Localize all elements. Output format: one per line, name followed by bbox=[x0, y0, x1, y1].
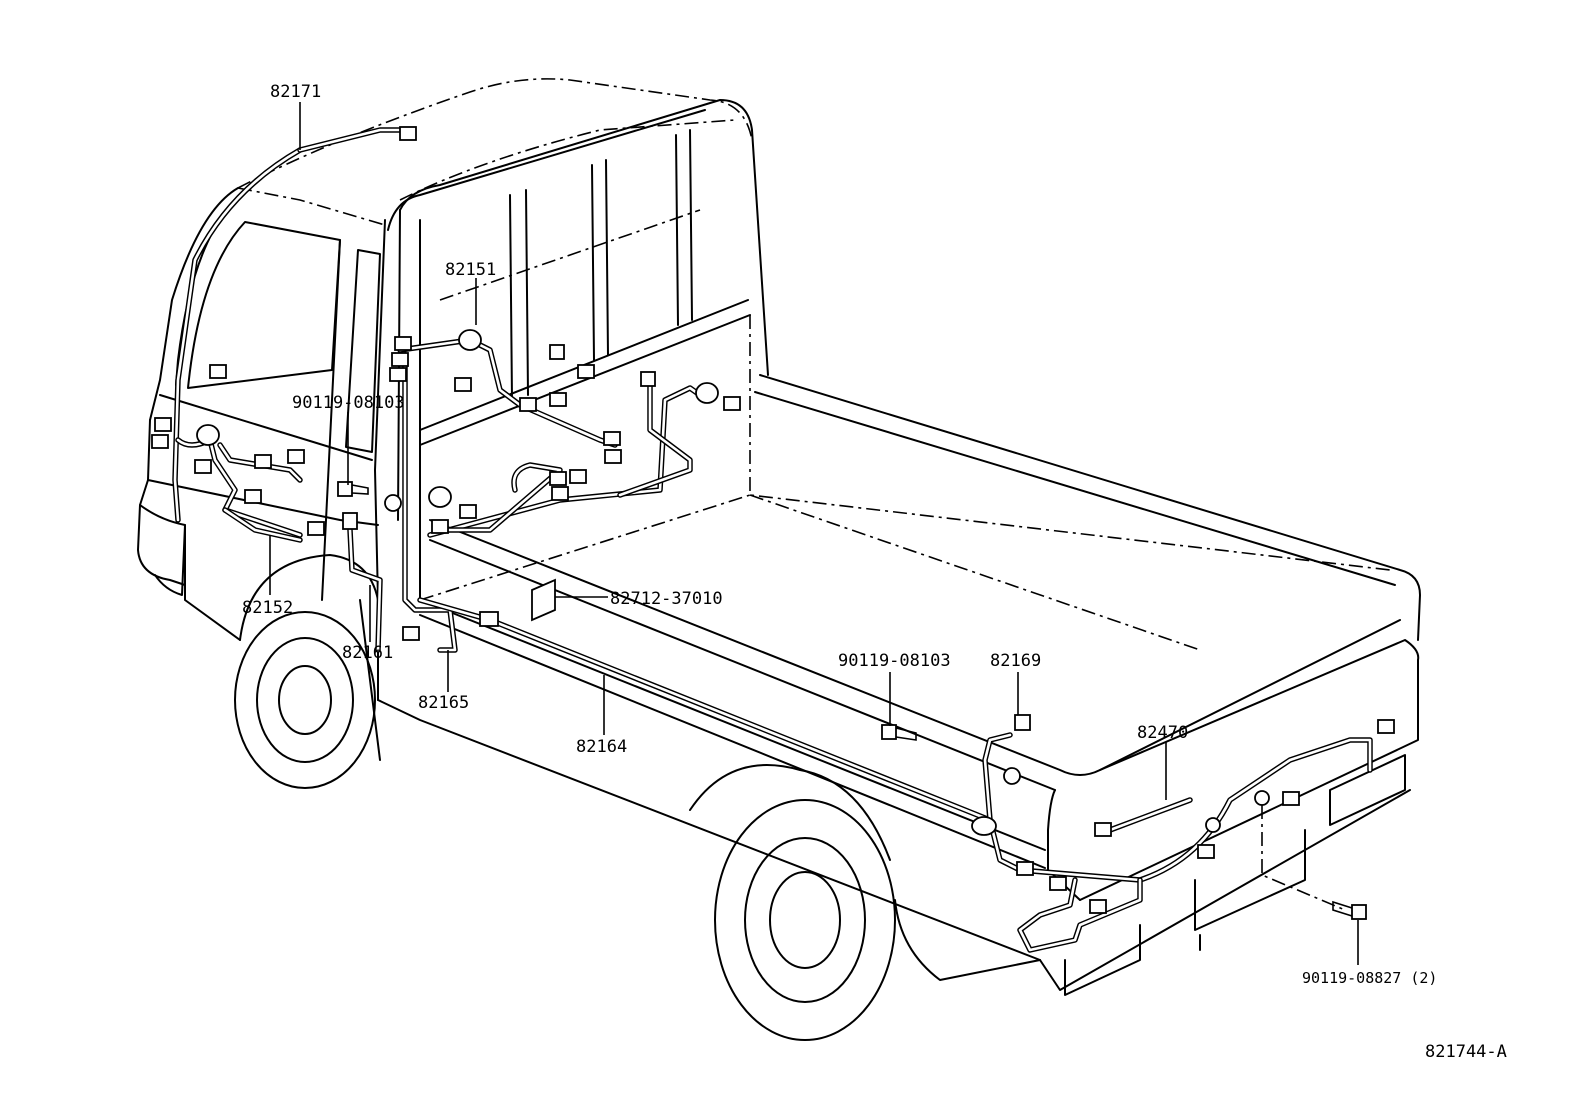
connector-box bbox=[723, 396, 741, 411]
lamp-socket bbox=[428, 486, 452, 508]
wiring-harnesses bbox=[172, 127, 1373, 953]
label-side-wire: 82165 bbox=[418, 693, 469, 713]
connector-box bbox=[603, 431, 621, 446]
connector-box bbox=[209, 364, 227, 379]
connector-box bbox=[549, 344, 565, 360]
connector-box bbox=[399, 126, 417, 141]
grommet bbox=[1254, 790, 1270, 806]
connector-box bbox=[640, 371, 656, 387]
front-wheel bbox=[234, 611, 376, 789]
connector-box bbox=[569, 469, 587, 484]
label-cowl-wire: 82161 bbox=[342, 643, 393, 663]
connector-box bbox=[1282, 791, 1300, 806]
connector-box bbox=[287, 449, 305, 464]
label-roof-harness: 82171 bbox=[270, 82, 321, 102]
lamp-socket bbox=[458, 329, 482, 351]
connector-box bbox=[342, 512, 358, 530]
connector-box bbox=[577, 364, 595, 379]
connector-box bbox=[151, 434, 169, 449]
label-bolt-lower: 90119-08103 bbox=[838, 651, 951, 671]
label-bolt-upper: 90119-08103 bbox=[292, 393, 405, 413]
label-rear-harness: 82470 bbox=[1137, 723, 1188, 743]
connector-box bbox=[549, 392, 567, 407]
label-grommet-wire: 82169 bbox=[990, 651, 1041, 671]
rear-wheel bbox=[689, 764, 1041, 1041]
connector-box bbox=[459, 504, 477, 519]
label-rear-bolt: 90119-08827 (2) bbox=[1302, 969, 1437, 987]
connector-box bbox=[431, 519, 449, 534]
connector-box bbox=[454, 377, 472, 392]
connector-box bbox=[479, 611, 499, 627]
cab-body bbox=[137, 187, 386, 761]
grommet bbox=[971, 816, 997, 836]
connector-box bbox=[254, 454, 272, 469]
bolt-icon bbox=[1332, 900, 1367, 920]
connector-box bbox=[194, 459, 212, 474]
connector-box bbox=[1049, 876, 1067, 891]
connector-box bbox=[154, 417, 172, 432]
connector-box bbox=[1197, 844, 1215, 859]
connectors bbox=[151, 126, 1395, 914]
headboard-frame bbox=[387, 99, 769, 601]
bolt-icon bbox=[881, 724, 917, 741]
relay-box bbox=[531, 578, 556, 622]
connector-box bbox=[549, 471, 567, 486]
connector-box bbox=[402, 626, 420, 641]
connector-box bbox=[604, 449, 622, 464]
connector-box bbox=[551, 486, 569, 501]
grommet bbox=[1205, 817, 1221, 833]
cab-roof-outline bbox=[237, 78, 753, 226]
leader-lines bbox=[269, 102, 1359, 965]
connector-box bbox=[394, 336, 412, 351]
connector-box bbox=[1016, 861, 1034, 876]
connector-box bbox=[391, 352, 409, 367]
connector-box bbox=[307, 521, 325, 536]
label-cab-harness: 82151 bbox=[445, 260, 496, 280]
label-floor-harness: 82152 bbox=[242, 598, 293, 618]
grommet bbox=[384, 494, 402, 512]
bolts bbox=[337, 481, 1367, 920]
connector-box bbox=[1094, 822, 1112, 837]
lamp-socket bbox=[196, 424, 220, 446]
connector-box bbox=[244, 489, 262, 504]
connector-box bbox=[1089, 899, 1107, 914]
bolt-icon bbox=[337, 481, 369, 497]
connector-box bbox=[519, 397, 537, 412]
part-labels: 82171 82151 90119-08103 82152 82161 8271… bbox=[242, 82, 1507, 1062]
connector-box bbox=[1014, 714, 1031, 731]
grommet bbox=[1003, 767, 1021, 785]
lamp-socket bbox=[695, 382, 719, 404]
connector-box bbox=[1377, 719, 1395, 734]
figure-code: 821744-A bbox=[1425, 1042, 1507, 1062]
connector-box bbox=[389, 367, 407, 382]
label-frame-harness: 82164 bbox=[576, 737, 627, 757]
label-relay: 82712-37010 bbox=[610, 589, 723, 609]
